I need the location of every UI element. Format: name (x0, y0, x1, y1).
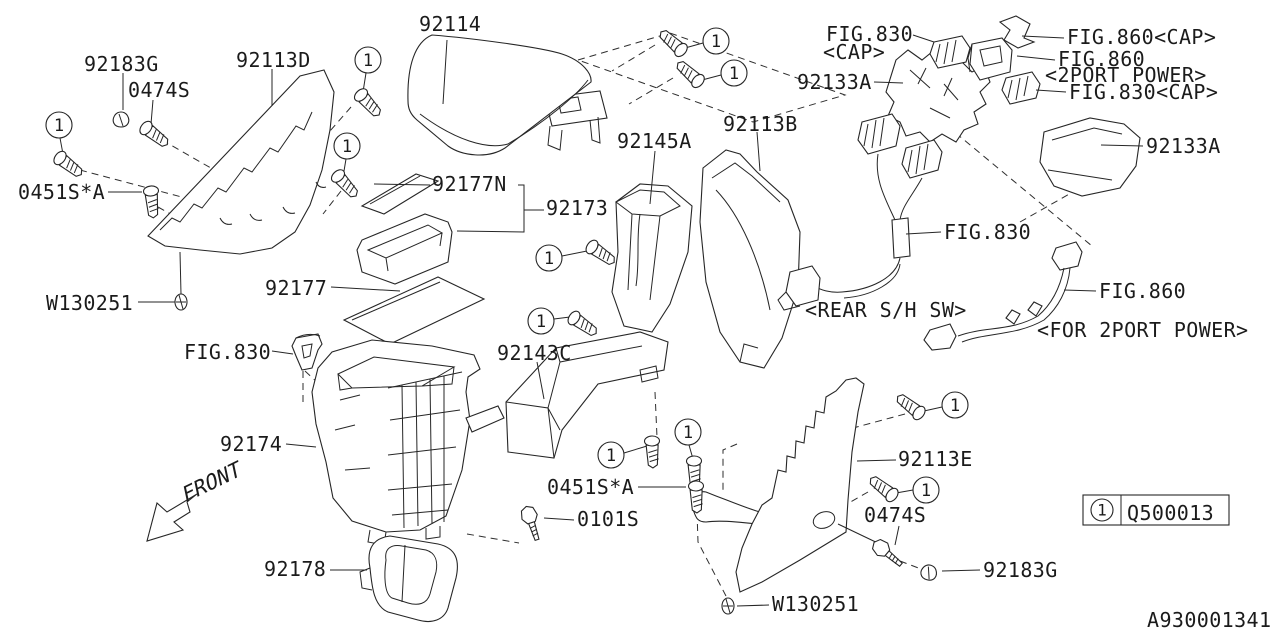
legend-part-number: Q500013 (1127, 501, 1215, 525)
grommet-clip-icon (174, 293, 188, 311)
legend-callout-symbol: 1 (1097, 501, 1107, 520)
part-92174-console-drawing (311, 339, 505, 546)
part-92173-tray-drawing (356, 213, 453, 285)
part-92145a-duct-drawing (611, 183, 693, 333)
svg-text:1: 1 (606, 446, 616, 466)
part-92113d-drawing (147, 69, 335, 255)
screw-icon (865, 471, 902, 505)
screw-icon (136, 118, 173, 152)
screw-icon (643, 435, 661, 469)
part-fig860-cap-drawing (998, 15, 1036, 49)
front-direction-arrow (146, 493, 198, 542)
screw-icon (892, 389, 929, 423)
panel-hole (812, 511, 836, 529)
part-92113e-panel-drawing (691, 377, 865, 593)
svg-text:1: 1 (921, 481, 931, 501)
callout-1-marker: 1 (912, 476, 940, 504)
part-92177-mat-drawing (342, 276, 486, 345)
svg-text:1: 1 (54, 116, 64, 136)
part-92177n-mat-drawing (360, 173, 440, 215)
drawing-number: A930001341 (1147, 608, 1272, 632)
screw-icon (583, 237, 619, 270)
part-2port-power-unit-drawing (967, 37, 1013, 81)
callout-1-marker: 1 (333, 132, 361, 160)
clip-icon (918, 562, 939, 583)
part-92143c-duct-drawing (505, 331, 669, 459)
screw-icon (565, 308, 601, 341)
callout-1-marker: 1 (720, 59, 748, 87)
part-92133a-cover-drawing (1039, 117, 1141, 197)
screw-icon (50, 148, 87, 182)
screw-icon (655, 25, 691, 60)
callout-1-marker: 1 (535, 244, 563, 272)
bolt-icon (518, 503, 546, 543)
svg-text:1: 1 (683, 423, 693, 443)
screw-icon (672, 56, 708, 91)
svg-text:1: 1 (950, 396, 960, 416)
callout-1-marker: 1 (674, 418, 702, 446)
clip-icon (112, 111, 130, 128)
part-92178-bracket-drawing (359, 535, 458, 623)
part-fig830-switch-drawing (291, 333, 323, 371)
grommet-clip-icon (721, 597, 735, 615)
callout-1-marker: 1 (45, 111, 73, 139)
part-fig830-cap-drawing (929, 35, 971, 69)
callout-1-marker: 1 (702, 27, 730, 55)
part-92113b-cover-drawing (699, 149, 801, 369)
callout-legend: 1 (1082, 494, 1230, 526)
svg-text:1: 1 (711, 32, 721, 52)
svg-text:1: 1 (536, 312, 546, 332)
part-fig830-harness-drawing (777, 113, 943, 311)
svg-text:1: 1 (342, 137, 352, 157)
svg-text:1: 1 (544, 249, 554, 269)
part-92114-lid-drawing (407, 34, 608, 156)
callout-1-marker: 1 (527, 307, 555, 335)
screw-icon (351, 85, 386, 121)
svg-text:1: 1 (363, 51, 373, 71)
callout-1-marker: 1 (354, 46, 382, 74)
callout-1-marker: 1 (597, 441, 625, 469)
screw-icon (328, 166, 363, 202)
screw-icon (142, 184, 162, 220)
svg-text:1: 1 (729, 64, 739, 84)
leader-lines (59, 34, 1144, 607)
part-fig860-harness-drawing (923, 241, 1083, 351)
part-fig830-cap2-drawing (1001, 71, 1041, 105)
callout-1-marker: 1 (941, 391, 969, 419)
